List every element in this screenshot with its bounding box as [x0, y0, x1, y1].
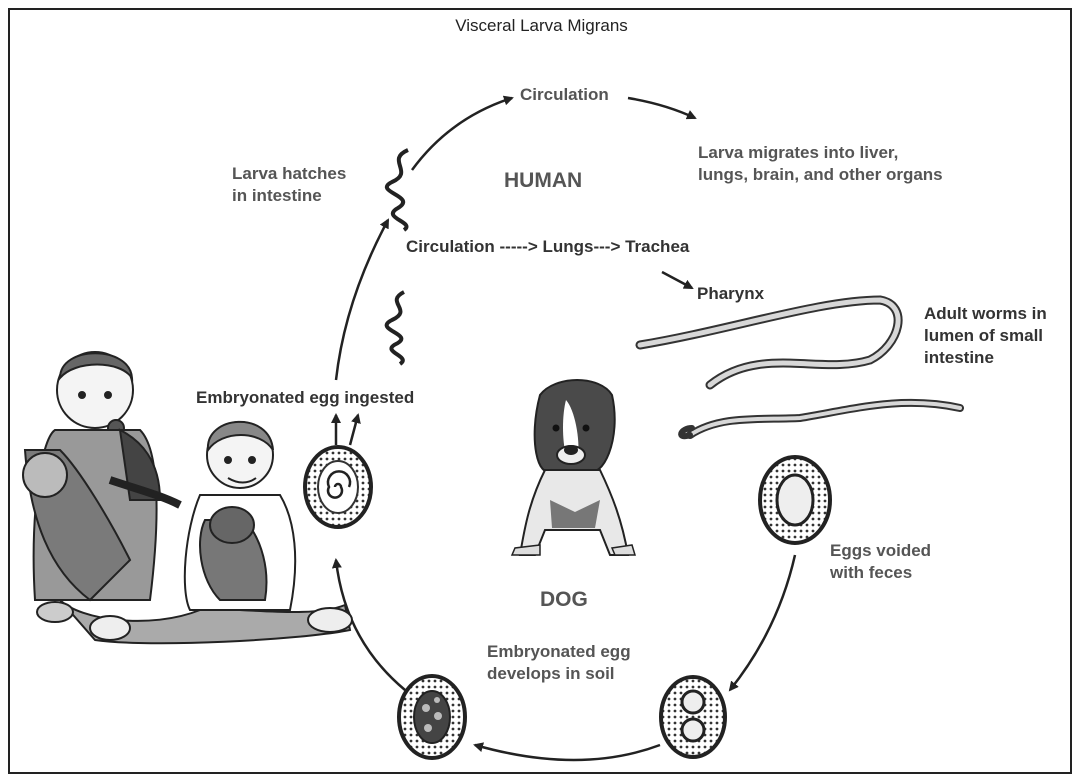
- label-circulation-path: Circulation -----> Lungs---> Trachea: [406, 236, 689, 258]
- arrow-voided-to-soil: [730, 555, 795, 690]
- voided-egg-icon: [760, 457, 830, 543]
- label-egg-develops: Embryonated egg develops in soil: [487, 641, 631, 685]
- label-circulation-top: Circulation: [520, 84, 609, 106]
- arrow-hatch-to-circulation: [412, 98, 512, 170]
- arrow-trachea-to-pharynx: [662, 272, 692, 288]
- dog-illustration: [512, 380, 635, 555]
- arrow-ingest-to-hatch: [336, 220, 388, 380]
- larva-icon: [387, 150, 408, 230]
- arrow-soil-to-embryonated: [475, 745, 660, 760]
- embryonated-egg-icon: [305, 447, 371, 527]
- arrow-circulation-to-organs: [628, 98, 695, 118]
- larva-icon: [387, 292, 404, 364]
- label-larva-migrates: Larva migrates into liver, lungs, brain,…: [698, 142, 943, 186]
- soil-egg-icon: [661, 677, 725, 757]
- label-eggs-voided: Eggs voided with feces: [830, 540, 931, 584]
- embryonated-egg-soil-icon: [399, 676, 465, 758]
- adult-worm-icon: [640, 300, 960, 436]
- label-adult-worms: Adult worms in lumen of small intestine: [924, 303, 1047, 369]
- label-pharynx: Pharynx: [697, 283, 764, 305]
- arrow-egg-to-larva-right: [350, 415, 358, 445]
- label-larva-hatches: Larva hatches in intestine: [232, 163, 346, 207]
- host-label-dog: DOG: [540, 589, 588, 611]
- figure-title: Visceral Larva Migrans: [0, 16, 1083, 36]
- label-egg-ingested: Embryonated egg ingested: [196, 387, 414, 409]
- host-label-human: HUMAN: [504, 170, 582, 192]
